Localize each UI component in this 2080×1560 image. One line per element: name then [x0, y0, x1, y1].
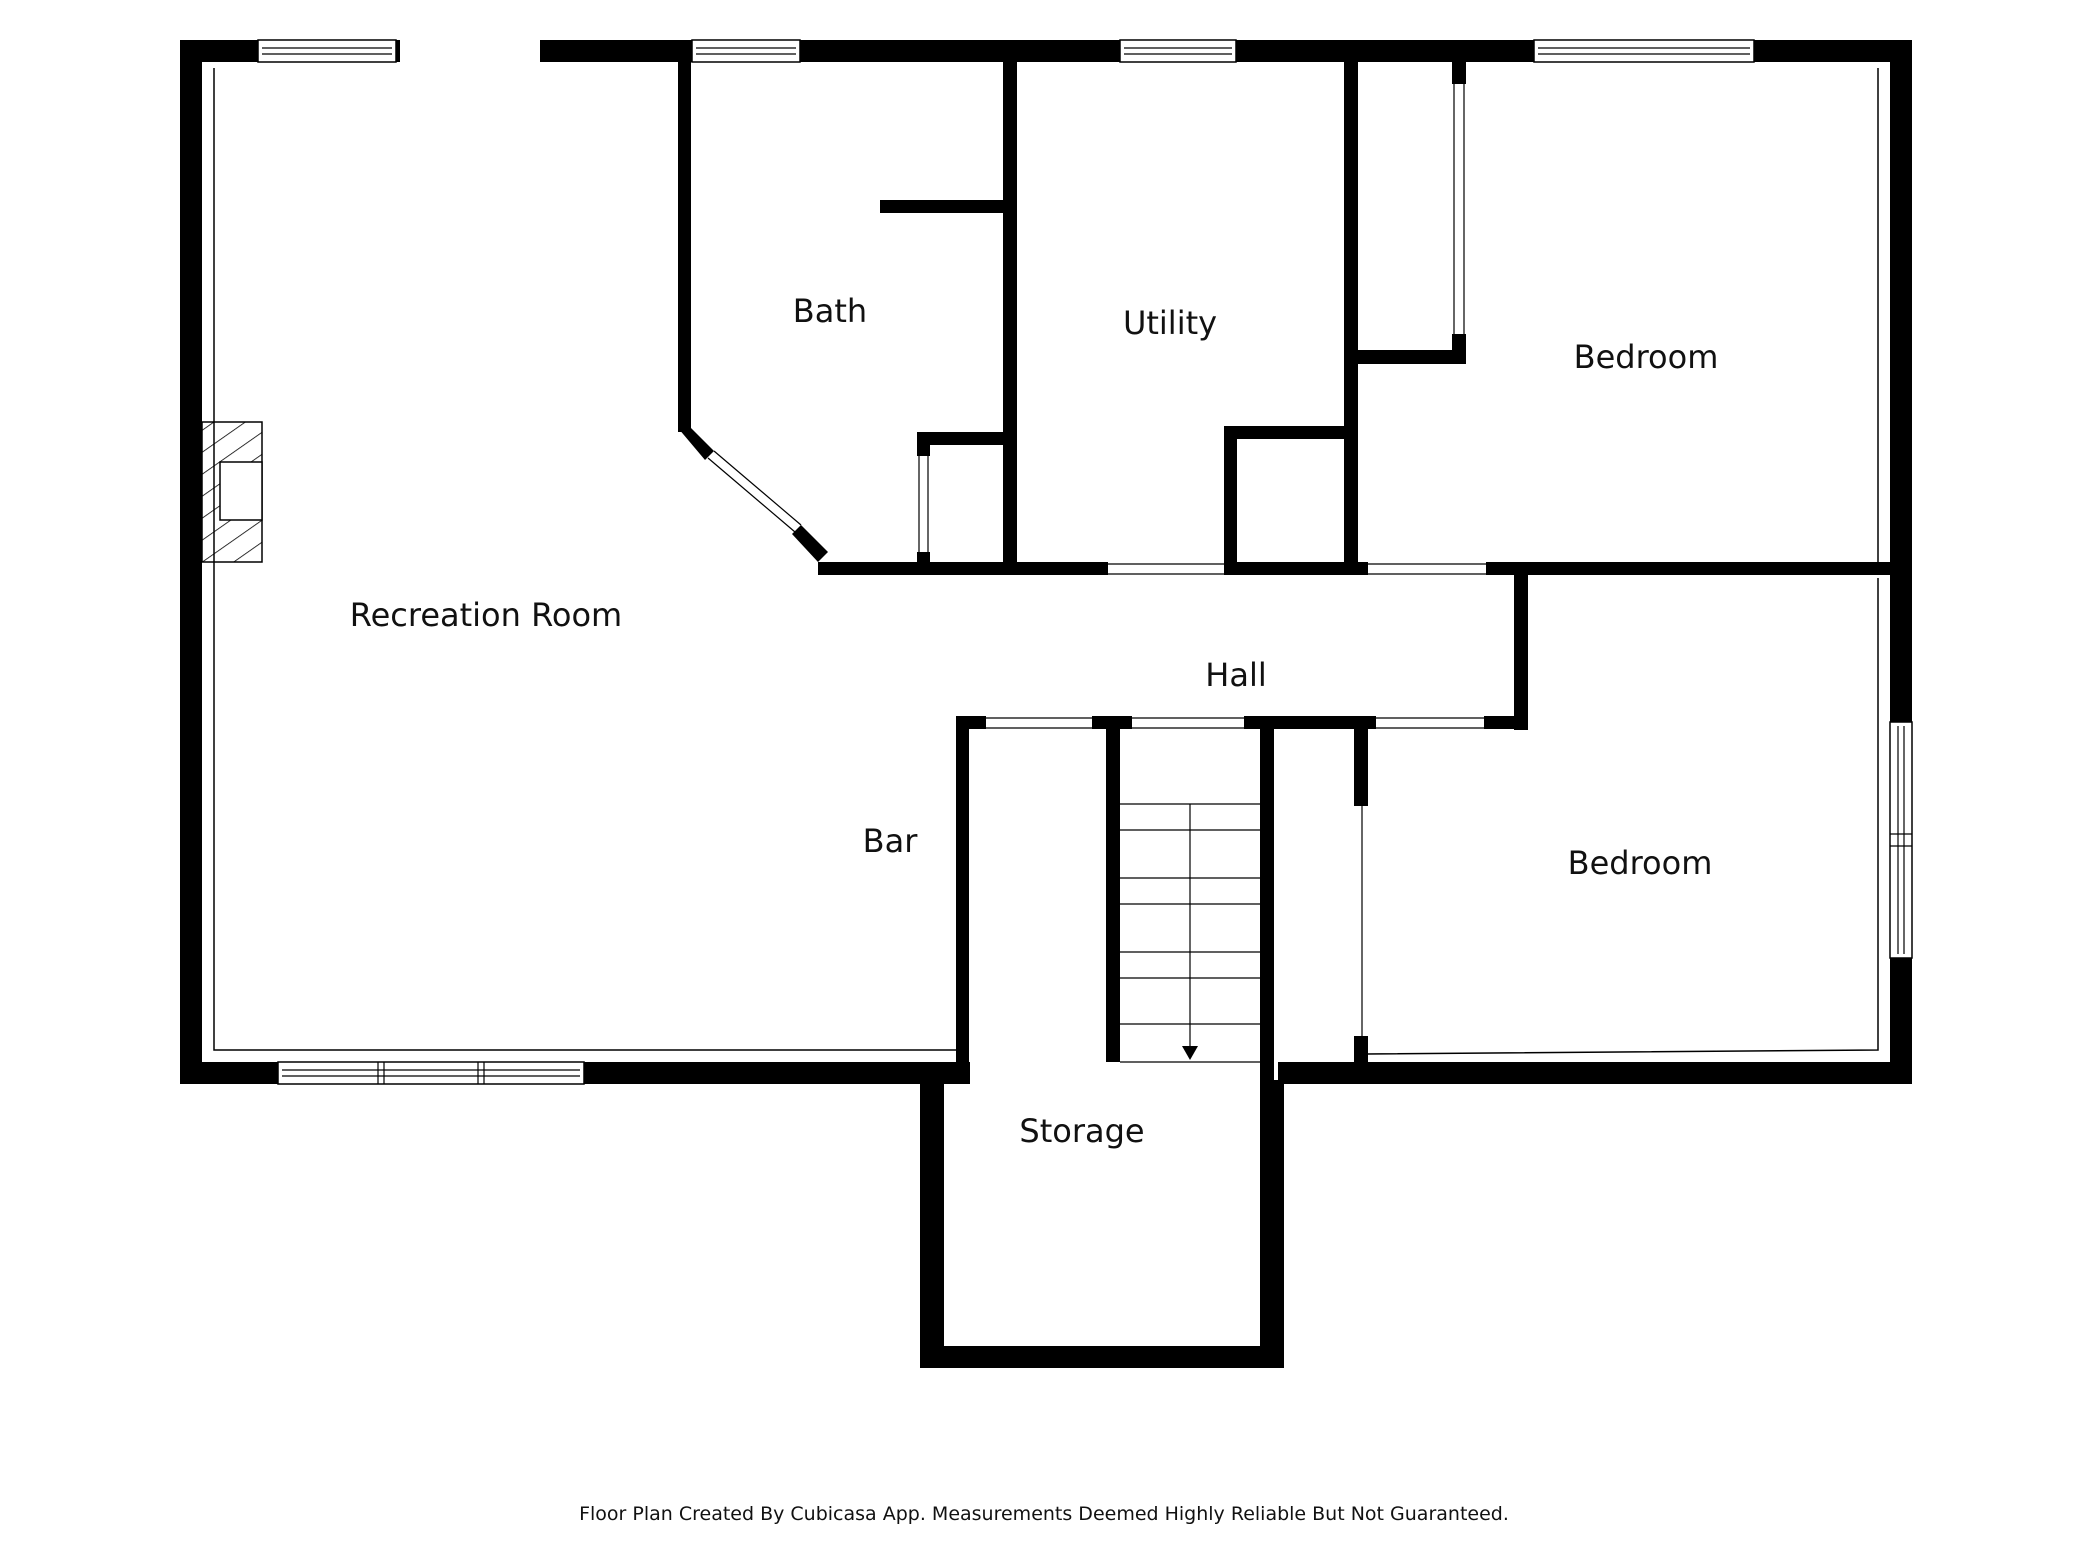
wall-bottom-right	[1278, 1062, 1912, 1084]
fireplace	[201, 421, 263, 563]
wall-left	[180, 40, 202, 1084]
stair-arrow-icon	[1182, 1046, 1198, 1060]
wall-utility-east	[1344, 58, 1358, 575]
window-top-3	[1119, 39, 1237, 63]
label-bedroom-south: Bedroom	[1568, 844, 1713, 882]
staircase	[1120, 803, 1260, 1063]
windows	[257, 39, 1913, 1085]
wall-storage-left	[920, 1080, 944, 1368]
wall-bath-closet-top	[917, 432, 1010, 445]
wall-bedroom-closet-east-bottom	[1452, 334, 1466, 364]
wall-top	[180, 40, 1912, 62]
wall-bedroom-closet-east-top	[1452, 58, 1466, 84]
opening-top-1	[400, 40, 540, 62]
footer-disclaimer: Floor Plan Created By Cubicasa App. Meas…	[579, 1503, 1509, 1525]
wall-storage-right	[1260, 1080, 1284, 1368]
inner-outlines	[213, 68, 1879, 1055]
label-bar: Bar	[863, 822, 919, 860]
label-utility: Utility	[1123, 304, 1217, 342]
wall-bath-shelf	[880, 200, 1010, 213]
wall-hall-south-3	[1244, 716, 1376, 729]
wall-bath-east	[1003, 58, 1017, 575]
openings	[707, 84, 1486, 1036]
wall-utility-closet-west	[1224, 426, 1237, 575]
wall-hall-north-3	[1486, 562, 1912, 575]
wall-bath-west	[678, 58, 691, 432]
label-bath: Bath	[793, 292, 867, 330]
window-top-1	[257, 39, 397, 63]
window-bottom-1	[277, 1061, 585, 1085]
room-labels: Recreation Room Bath Utility Bedroom Hal…	[350, 292, 1719, 1150]
label-storage: Storage	[1019, 1112, 1144, 1150]
exterior-walls	[180, 40, 1912, 1368]
wall-bedroom-south-west-bottom	[1354, 1036, 1368, 1076]
wall-bath-closet-side-bottom	[917, 552, 930, 575]
label-hall: Hall	[1205, 656, 1266, 694]
window-top-4	[1533, 39, 1755, 63]
interior-walls	[678, 58, 1912, 1082]
wall-hall-south-4	[1484, 716, 1528, 729]
wall-hall-east	[1514, 568, 1528, 730]
wall-utility-closet-top	[1224, 426, 1348, 439]
wall-bar-east	[956, 716, 969, 1082]
window-right-1	[1889, 721, 1913, 959]
wall-bath-diagonal-bottom	[792, 525, 828, 562]
wall-bedroom-south-west-top	[1354, 716, 1368, 806]
wall-stair-west	[1106, 716, 1120, 1062]
wall-bath-diagonal-top	[678, 428, 714, 460]
wall-stair-east	[1260, 716, 1274, 1082]
label-bedroom-north: Bedroom	[1574, 338, 1719, 376]
wall-bedroom-closet-bottom	[1344, 350, 1466, 364]
wall-storage-bottom	[920, 1346, 1284, 1368]
wall-hall-north-2	[1224, 562, 1368, 575]
label-recreation-room: Recreation Room	[350, 596, 622, 634]
wall-bath-closet-side-top	[917, 432, 930, 456]
window-top-2	[691, 39, 801, 63]
wall-hall-north-1	[818, 562, 1108, 575]
